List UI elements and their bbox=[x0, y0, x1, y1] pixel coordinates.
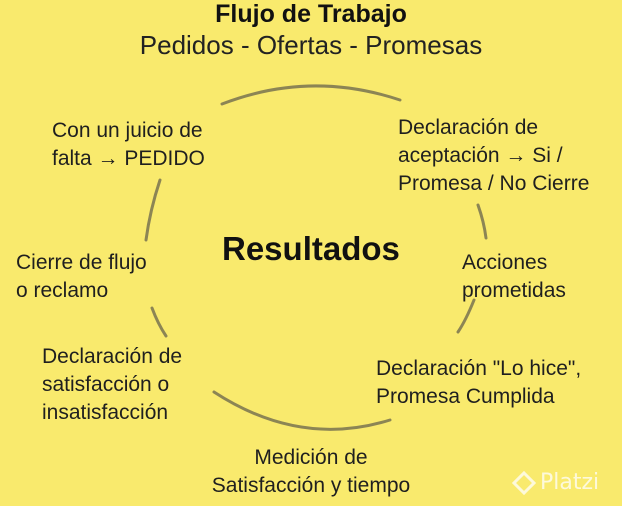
ring-arc-right-upper bbox=[476, 203, 488, 240]
node-pedido: Con un juicio de falta → PEDIDO bbox=[52, 117, 205, 173]
node-line: Promesa / No Cierre bbox=[398, 172, 590, 195]
diagram-subtitle: Pedidos - Ofertas - Promesas bbox=[139, 30, 483, 60]
node-line: Declaración de bbox=[398, 116, 539, 139]
node-lo-hice: Declaración "Lo hice", Promesa Cumplida bbox=[376, 355, 581, 411]
node-line: satisfacción o bbox=[42, 373, 170, 396]
node-line: aceptación → Si / bbox=[398, 144, 563, 167]
node-line: Declaración "Lo hice", bbox=[376, 357, 582, 380]
diagram-title: Flujo de Trabajo bbox=[215, 0, 407, 28]
ring-arc-right-lower bbox=[456, 298, 476, 334]
node-acciones: Acciones prometidas bbox=[462, 249, 566, 305]
node-medicion: Medición de Satisfacción y tiempo bbox=[0, 444, 622, 500]
ring-arc-bottom bbox=[212, 390, 392, 431]
node-line: Satisfacción y tiempo bbox=[211, 474, 411, 497]
node-line: Con un juicio de bbox=[52, 119, 203, 142]
node-line: prometidas bbox=[462, 279, 566, 302]
node-line: o reclamo bbox=[16, 279, 109, 302]
ring-arc-top bbox=[220, 84, 402, 106]
ring-arc-left-upper bbox=[144, 178, 162, 242]
node-line: Cierre de flujo bbox=[16, 251, 147, 274]
ring-arc-left-lower bbox=[150, 306, 168, 338]
node-line: falta → PEDIDO bbox=[52, 147, 205, 170]
center-label: Resultados bbox=[222, 230, 400, 267]
node-line: insatisfacción bbox=[42, 401, 169, 424]
platzi-logo-icon bbox=[512, 470, 536, 495]
node-aceptacion: Declaración de aceptación → Si / Promesa… bbox=[398, 114, 589, 198]
node-satisfaccion: Declaración de satisfacción o insatisfac… bbox=[42, 343, 182, 427]
node-line: Declaración de bbox=[42, 345, 183, 368]
watermark-text: Platzi bbox=[540, 470, 600, 495]
platzi-watermark: Platzi bbox=[512, 470, 599, 495]
node-line: Promesa Cumplida bbox=[376, 385, 555, 408]
node-cierre: Cierre de flujo o reclamo bbox=[16, 249, 147, 305]
node-line: Medición de bbox=[254, 446, 368, 469]
node-line: Acciones bbox=[462, 251, 548, 274]
